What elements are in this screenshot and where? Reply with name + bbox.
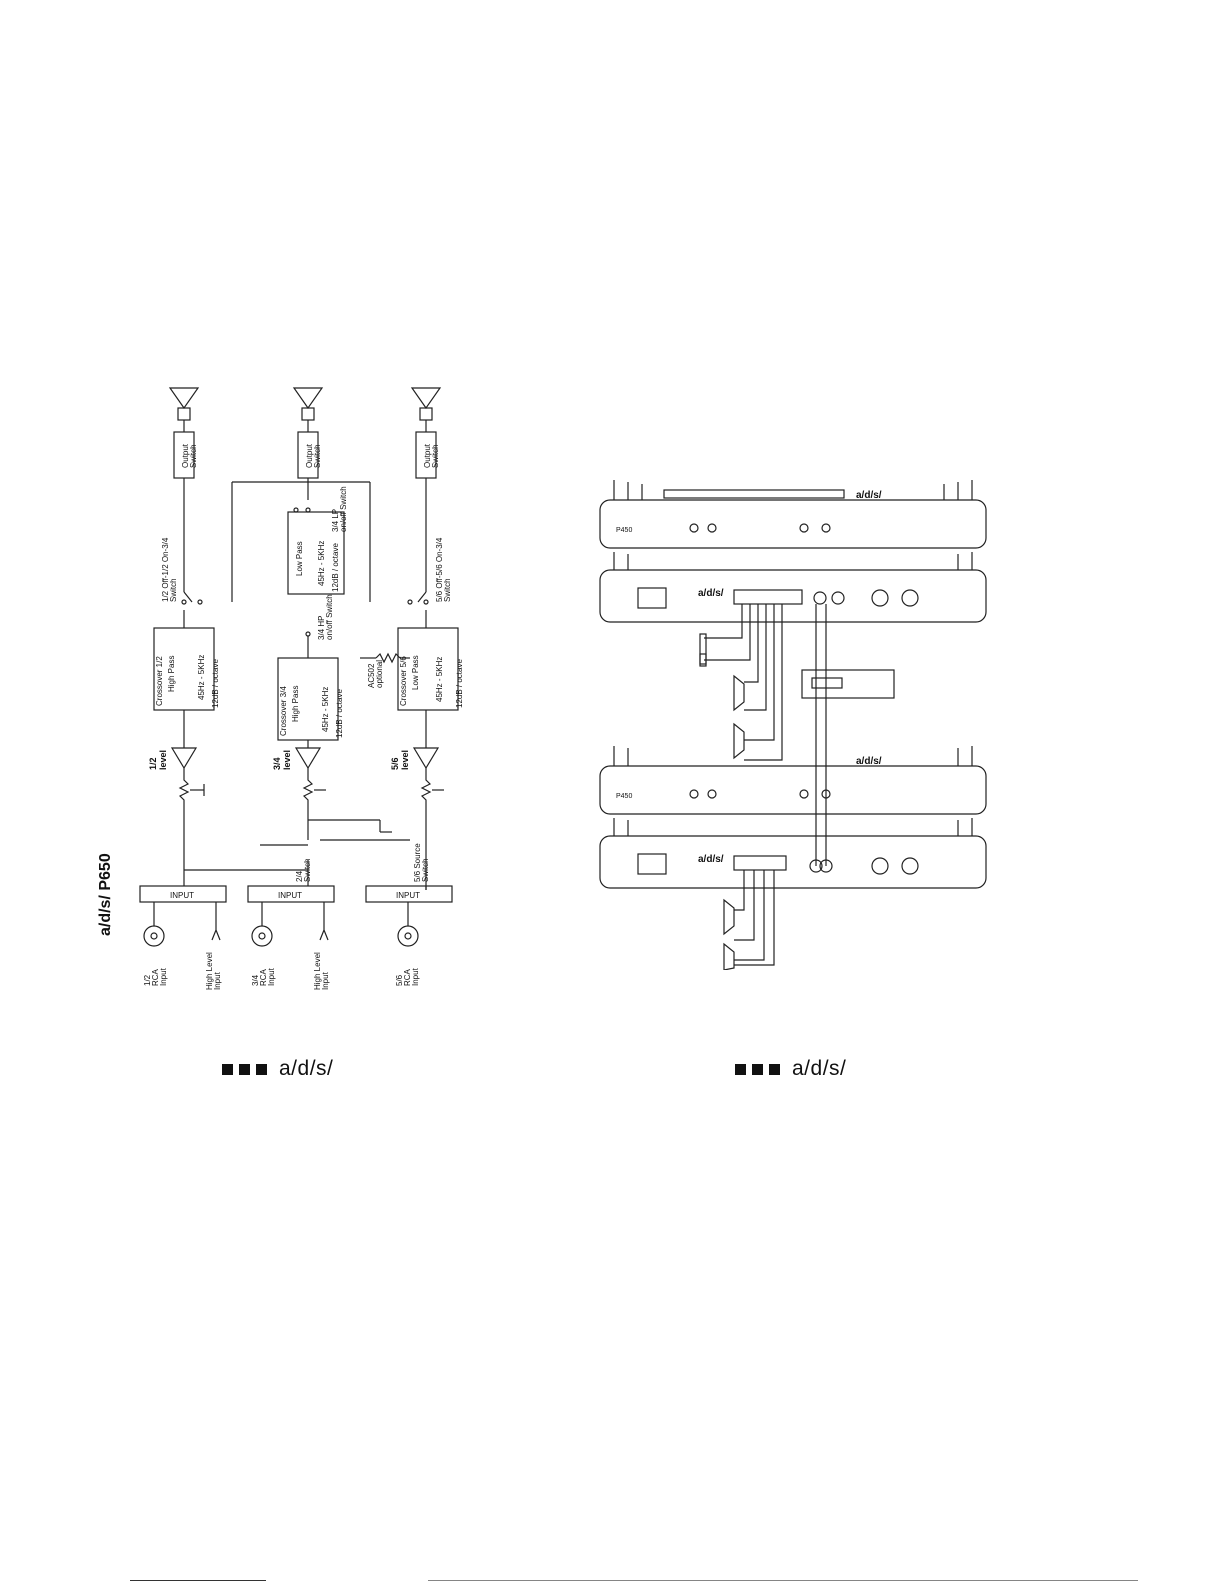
amp4-brand: a/d/s/ xyxy=(698,854,724,865)
ac502-label-b: optional xyxy=(375,660,384,688)
model-title: a/d/s/ P650 xyxy=(97,853,114,936)
output-switch-label-1a: Output xyxy=(181,443,190,468)
footer-brand-text-left: a/d/s/ xyxy=(279,1057,334,1080)
rca56-b: RCA xyxy=(403,968,412,986)
lowpass-34-slope: 12dB / octave xyxy=(331,543,340,592)
output-switch-label-2a: Output xyxy=(305,443,314,468)
level-12-a: 1/2 xyxy=(148,757,158,770)
footer-brand-left: a/d/s/ xyxy=(222,1057,333,1081)
switch-12-label-a: 1/2 Off-1/2 On-3/4 xyxy=(161,537,170,602)
crossover-34-range: 45Hz - 5KHz xyxy=(321,687,330,732)
brand-square-icon xyxy=(752,1063,763,1075)
crossover-12-title: Crossover 1/2 xyxy=(155,656,164,706)
brand-square-icon xyxy=(735,1063,746,1075)
switch-24-a: 2/4 xyxy=(295,870,304,882)
input-box-1: INPUT xyxy=(170,891,194,900)
rca12-c: Input xyxy=(159,967,168,986)
speaker-icon-2 xyxy=(292,387,324,421)
amp3-brand: a/d/s/ xyxy=(856,756,882,767)
hl12-b: Input xyxy=(213,971,222,990)
input-box-2: INPUT xyxy=(278,891,302,900)
crossover-12-range: 45Hz - 5KHz xyxy=(197,655,206,700)
amp-front-2 xyxy=(599,746,987,815)
crossover-34-type: High Pass xyxy=(291,686,300,722)
output-switch-label-1b: Switch xyxy=(189,444,198,468)
switch-34hp-label-b: on/off Switch xyxy=(325,594,334,640)
level-56-b: level xyxy=(400,750,410,770)
output-switch-label-3b: Switch xyxy=(431,444,440,468)
hl34-a: High Level xyxy=(313,952,322,990)
rca56-c: Input xyxy=(411,967,420,986)
amp1-model: P450 xyxy=(616,527,632,534)
crossover-34-slope: 12dB / octave xyxy=(335,689,344,738)
output-switch-label-2b: Switch xyxy=(313,444,322,468)
speaker-icon-3 xyxy=(410,387,442,421)
rca34-c: Input xyxy=(267,967,276,986)
source-switch-56-b: Switch xyxy=(421,858,430,882)
crossover-34-title: Crossover 3/4 xyxy=(279,686,288,736)
crossover-56-title: Crossover 5/6 xyxy=(399,656,408,706)
amp-front-1 xyxy=(599,480,987,549)
crossover-12-type: High Pass xyxy=(167,656,176,692)
hl12-a: High Level xyxy=(205,952,214,990)
amp-rear-1 xyxy=(599,552,987,623)
rca12-b: RCA xyxy=(151,968,160,986)
amp-rear-2 xyxy=(599,818,987,889)
bottom-rule-right xyxy=(428,1580,1138,1581)
crossover-56-range: 45Hz - 5KHz xyxy=(435,657,444,702)
hl34-b: Input xyxy=(321,971,330,990)
switch-34lp-label-b: on/off Switch xyxy=(339,486,348,532)
source-switch-56-a: 5/6 Source xyxy=(413,843,422,882)
crossover-56-type: Low Pass xyxy=(411,655,420,690)
footer-brand-text-right: a/d/s/ xyxy=(792,1057,847,1080)
amp3-model: P450 xyxy=(616,793,632,800)
p650-block-diagram: Output Switch Output Switch Output Switc… xyxy=(97,387,464,990)
crossover-56-slope: 12dB / octave xyxy=(455,659,464,708)
ac502-label-a: AC502 xyxy=(367,663,376,688)
amp1-brand: a/d/s/ xyxy=(856,490,882,501)
footer-brand-right: a/d/s/ xyxy=(735,1057,846,1081)
svg-text:Output: Output xyxy=(305,443,314,468)
svg-text:Output: Output xyxy=(181,443,190,468)
switch-24-b: Switch xyxy=(303,858,312,882)
switch-34hp-label-a: 3/4 HP xyxy=(317,616,326,640)
amp2-brand: a/d/s/ xyxy=(698,588,724,599)
brand-square-icon xyxy=(222,1063,233,1075)
level-34-b: level xyxy=(282,750,292,770)
switch-56-label-a: 5/6 Off-5/6 On-3/4 xyxy=(435,537,444,602)
level-34-a: 3/4 xyxy=(272,757,282,770)
brand-square-icon xyxy=(769,1063,780,1075)
brand-square-icon xyxy=(239,1063,250,1075)
speaker-icon-1 xyxy=(168,387,200,421)
level-12-b: level xyxy=(158,750,168,770)
svg-text:Switch: Switch xyxy=(313,444,322,468)
rca12-a: 1/2 xyxy=(143,974,152,986)
rca34-a: 3/4 xyxy=(251,974,260,986)
switch-34lp-label-a: 3/4 LP xyxy=(331,509,340,532)
input-box-3: INPUT xyxy=(396,891,420,900)
amp-wiring-diagram: a/d/s/ a/d/s/ a/d/s/ a/d/s/ P450 P450 xyxy=(599,480,987,970)
bottom-rule-left xyxy=(130,1580,266,1581)
brand-square-icon xyxy=(256,1063,267,1075)
output-switch-label-3a: Output xyxy=(423,443,432,468)
crossover-12-slope: 12dB / octave xyxy=(211,659,220,708)
switch-56-label-b: Switch xyxy=(443,578,452,602)
rca56-a: 5/6 xyxy=(395,974,404,986)
lowpass-34-type: Low Pass xyxy=(295,541,304,576)
lowpass-34-range: 45Hz - 5KHz xyxy=(317,541,326,586)
svg-text:Switch: Switch xyxy=(189,444,198,468)
level-56-a: 5/6 xyxy=(390,757,400,770)
rca34-b: RCA xyxy=(259,968,268,986)
svg-text:Output: Output xyxy=(423,443,432,468)
svg-text:Switch: Switch xyxy=(431,444,440,468)
switch-12-label-b: Switch xyxy=(169,578,178,602)
